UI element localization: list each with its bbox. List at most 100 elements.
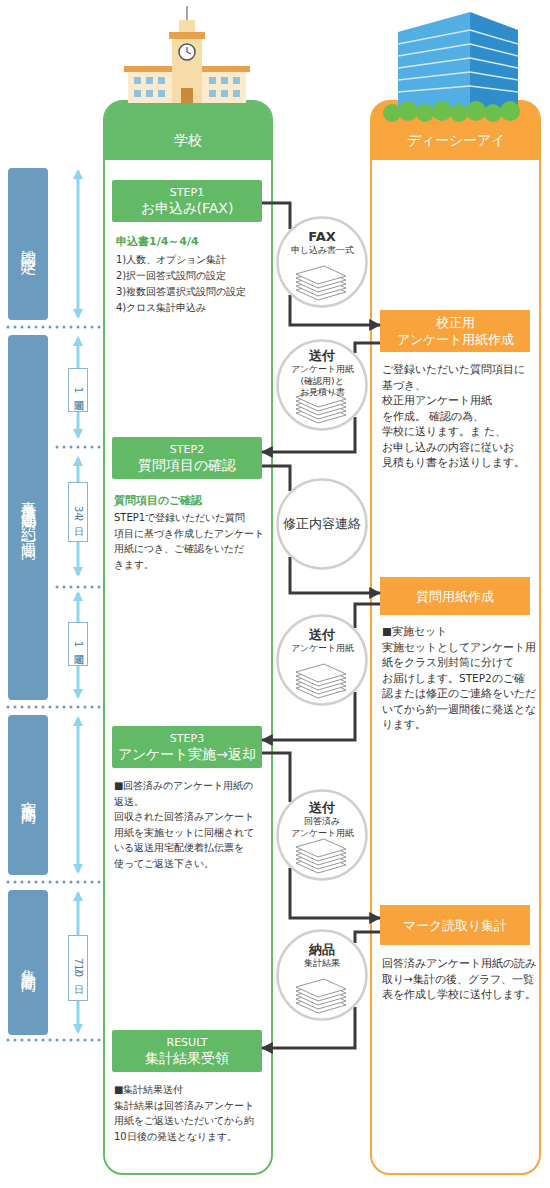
- school-door: [181, 88, 193, 103]
- floor-line: [398, 72, 470, 80]
- building-illustration: [0, 0, 550, 130]
- dotted-dividers: [8, 327, 100, 1040]
- node-subtitle: アンケート用紙: [291, 643, 354, 655]
- window: [221, 90, 228, 97]
- flow-connector: [355, 604, 380, 628]
- form-heading: 申込書1/4～4/4: [116, 234, 199, 250]
- floor-line: [398, 58, 470, 68]
- office-side: [470, 12, 518, 112]
- node-title: 設問設定: [19, 238, 38, 250]
- node-title: 送付: [309, 627, 335, 643]
- step-heading: 質問項目のご確認: [114, 493, 202, 509]
- flow-connector: [355, 343, 380, 353]
- flow-connector: [262, 203, 290, 229]
- node-title: 納品: [309, 942, 335, 958]
- dotted-divider: [57, 446, 100, 449]
- duration-tag: 1週間: [68, 368, 88, 412]
- window: [233, 77, 240, 84]
- circle-outline: [278, 616, 367, 705]
- node-title: 事前準備期間(約3週間): [19, 489, 38, 546]
- clock-face: [179, 44, 195, 60]
- flow-connector: [262, 1007, 355, 1048]
- flow-connector: [290, 557, 380, 593]
- bush: [500, 101, 520, 121]
- delivery-circle: FAX申し込み書一式: [276, 216, 368, 308]
- node-subtitle: お申込み(FAX): [141, 199, 234, 217]
- circle-outline: [278, 341, 367, 430]
- dotted-divider: [8, 326, 100, 329]
- flow-connector: [290, 295, 380, 325]
- process-box: マーク読取り集計: [380, 905, 530, 945]
- step-note: ■回答済みのアンケート用紙の 返送。 回収された回答済みアンケート 用紙を実施セ…: [114, 778, 272, 871]
- process-box: STEP1お申込み(FAX): [112, 180, 262, 222]
- node-title: 送付: [309, 800, 335, 816]
- window: [158, 90, 165, 97]
- flow-connector: [262, 466, 290, 491]
- dotted-divider: [8, 881, 100, 884]
- flow-connector: [262, 753, 290, 802]
- node-subtitle: 申し込み書一式: [291, 245, 354, 257]
- node-title: 送付: [309, 348, 335, 364]
- node-title: 7〜10日: [71, 958, 85, 977]
- flow-connector: [262, 692, 355, 740]
- duration-tag: 7〜10日: [68, 935, 88, 1001]
- period-band: 事前準備期間(約3週間): [8, 335, 48, 700]
- form-item: 3)複数回答選択式設問の設定: [116, 284, 246, 300]
- node-title: STEP1: [170, 186, 204, 199]
- process-box: RESULT集計結果受領: [112, 1030, 262, 1072]
- node-title: 修正内容連絡: [283, 516, 361, 532]
- node-title: 実施期間: [19, 789, 38, 801]
- dotted-divider: [8, 706, 100, 709]
- window: [221, 77, 228, 84]
- duration-tag: 1週間: [68, 622, 88, 666]
- step-note: STEP1で登録いただいた質問 項目に基づき作成したアンケート 用紙につき、ご確…: [114, 510, 272, 572]
- bush: [398, 101, 418, 121]
- window: [233, 90, 240, 97]
- step-note: 回答済みアンケート用紙の読み 取り→集計の後、グラフ、一覧 表を作成し学校に送付…: [382, 956, 534, 1003]
- node-title: 1週間: [71, 387, 85, 393]
- clock-tower: [172, 38, 202, 103]
- flow-connector: [290, 868, 380, 918]
- school-building: [124, 6, 250, 103]
- node-subtitle: 質問項目の確認: [138, 456, 236, 474]
- floor-line: [470, 86, 518, 92]
- form-item: 2)択一回答式設問の設定: [116, 268, 226, 284]
- step-note: ■実施セット 実施セットとしてアンケート用 紙をクラス別封筒に分けて お届けしま…: [382, 624, 534, 733]
- node-title: 3〜4日: [71, 506, 85, 519]
- office-building: [383, 12, 520, 122]
- paper-sheet: [296, 979, 346, 997]
- window: [158, 77, 165, 84]
- tower-top: [179, 20, 195, 32]
- swimlane: ディーシーアイ校正用 アンケート用紙作成質問用紙作成マーク読取り集計: [370, 100, 541, 1175]
- circle-outline: [278, 218, 367, 307]
- paper-sheet: [296, 664, 346, 682]
- delivery-circle: 納品集計結果: [276, 929, 368, 1021]
- delivery-circle: 修正内容連絡: [276, 478, 368, 570]
- node-title: 1週間: [71, 641, 85, 647]
- process-box: STEP2質問項目の確認: [112, 437, 262, 479]
- process-box: 質問用紙作成: [380, 577, 530, 615]
- period-arrow: [77, 718, 80, 872]
- bush: [416, 104, 434, 122]
- circle-outline: [278, 791, 367, 880]
- window: [209, 90, 216, 97]
- spire: [186, 6, 188, 20]
- clock-hands: [187, 47, 191, 54]
- node-title: 学校: [174, 132, 202, 150]
- dotted-divider: [57, 586, 100, 589]
- office-face: [398, 12, 470, 112]
- floor-line: [470, 44, 518, 56]
- dotted-divider: [8, 1039, 100, 1042]
- circle-outline: [278, 931, 367, 1020]
- period-arrow: [77, 171, 80, 317]
- bush: [466, 101, 486, 121]
- form-item: 4)クロス集計申込み: [116, 300, 206, 316]
- circle-outline: [278, 480, 367, 569]
- paper-sheet: [296, 839, 346, 857]
- node-title: 集計期間: [19, 957, 38, 969]
- floor-line: [470, 72, 518, 80]
- window: [209, 77, 216, 84]
- floor-line: [398, 30, 470, 44]
- period-band: 集計期間: [8, 890, 48, 1035]
